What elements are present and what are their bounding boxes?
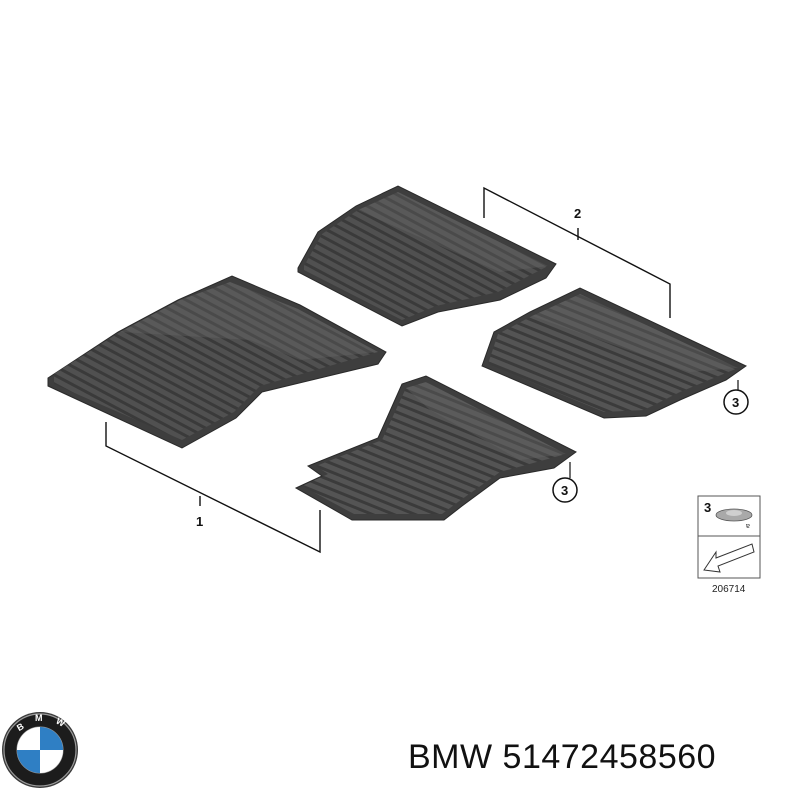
front-left-mat (47, 275, 387, 449)
front-right-mat (294, 375, 577, 521)
callout-2-label: 2 (574, 206, 581, 221)
arrow-icon (703, 543, 755, 573)
callout-1-label: 1 (196, 514, 203, 529)
rear-right-mat (481, 287, 747, 419)
callout-3-rear-marker (723, 380, 749, 415)
caption-brand: BMW (408, 738, 493, 776)
callout-1-bracket (105, 422, 321, 554)
rear-left-mat (297, 185, 557, 327)
inset-detail (697, 495, 761, 579)
inset-reference: 206714 (712, 584, 746, 595)
caption-part-number: 51472458560 (502, 738, 717, 776)
inset-small-mark: ɐ (746, 523, 750, 530)
inset-item-number: 3 (704, 500, 711, 515)
callout-3-front-label: 3 (561, 483, 568, 498)
callout-3-rear-label: 3 (732, 395, 739, 410)
callout-3-front-marker (552, 462, 578, 503)
part-caption: BMW 51472458560 (408, 738, 716, 777)
svg-text:B: B (15, 721, 26, 733)
callout-2-bracket (483, 186, 671, 318)
bmw-logo: B M W (2, 712, 78, 788)
svg-text:M: M (35, 713, 43, 723)
